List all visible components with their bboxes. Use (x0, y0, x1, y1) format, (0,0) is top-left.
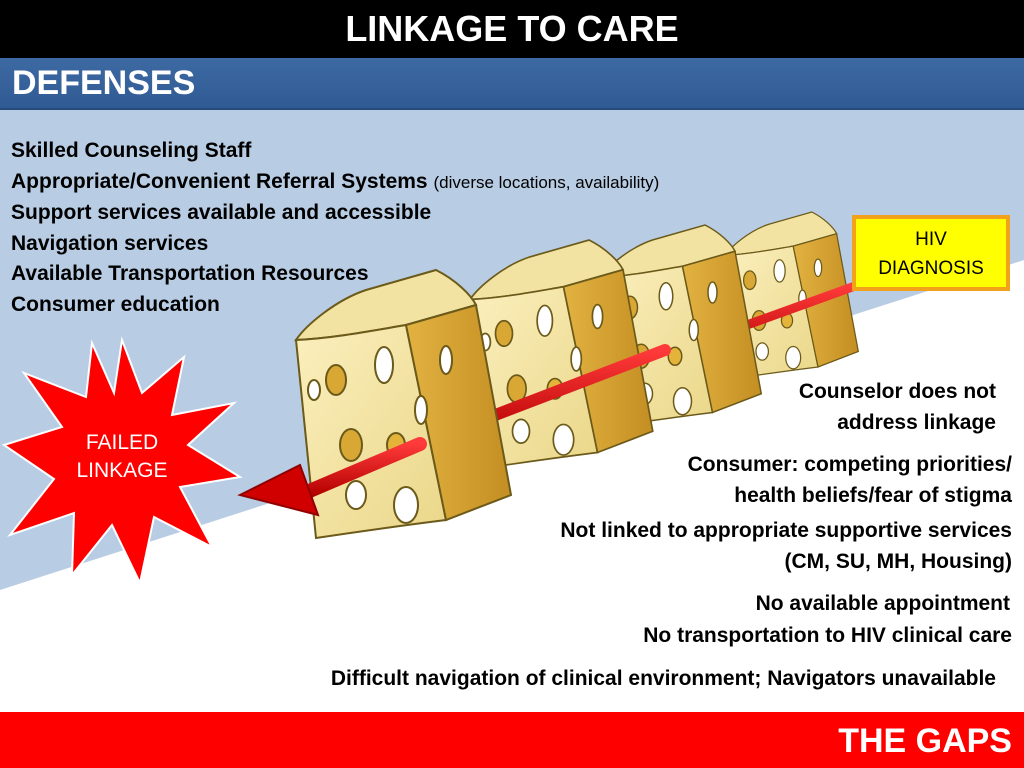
arrow-shaft-front (293, 437, 427, 502)
gap-item-2: Consumer: competing priorities/ health b… (687, 453, 1012, 507)
defense-item-3: Support services available and accessibl… (11, 201, 432, 224)
defense-item-2-note: (diverse locations, availability) (433, 172, 660, 192)
gap-item-5: No transportation to HIV clinical care (643, 624, 1012, 647)
defense-item-1: Skilled Counseling Staff (11, 139, 252, 162)
failed-linkage-line1: FAILED (86, 431, 158, 454)
defenses-list: Skilled Counseling Staff Appropriate/Con… (11, 136, 659, 320)
defenses-title: DEFENSES (12, 64, 196, 102)
defense-item-6: Consumer education (11, 292, 220, 316)
gap-item-4: No available appointment (755, 592, 1010, 615)
page-title: LINKAGE TO CARE (345, 8, 679, 49)
hiv-diagnosis-line2: DIAGNOSIS (878, 258, 984, 279)
defense-item-5: Available Transportation Resources (11, 262, 369, 285)
gap-item-1: Counselor does not address linkage (798, 380, 996, 434)
swiss-cheese-diagram: FAILED LINKAGE (0, 110, 1024, 590)
gaps-bar: THE GAPS (0, 712, 1024, 768)
defense-item-4: Navigation services (11, 231, 209, 255)
gaps-title: THE GAPS (838, 722, 1012, 760)
gap-item-6: Difficult navigation of clinical environ… (330, 667, 996, 690)
hiv-diagnosis-box: HIV DIAGNOSIS (852, 215, 1010, 291)
gap-item-3: Not linked to appropriate supportive ser… (560, 519, 1012, 573)
title-bar: LINKAGE TO CARE (0, 0, 1024, 58)
failed-linkage-starburst: FAILED LINKAGE (1, 336, 243, 587)
failed-linkage-line2: LINKAGE (76, 459, 167, 482)
defense-item-2: Appropriate/Convenient Referral Systems … (11, 169, 660, 193)
arrow-head (237, 463, 320, 517)
hiv-diagnosis-line1: HIV (915, 229, 947, 250)
defenses-bar: DEFENSES (0, 58, 1024, 110)
